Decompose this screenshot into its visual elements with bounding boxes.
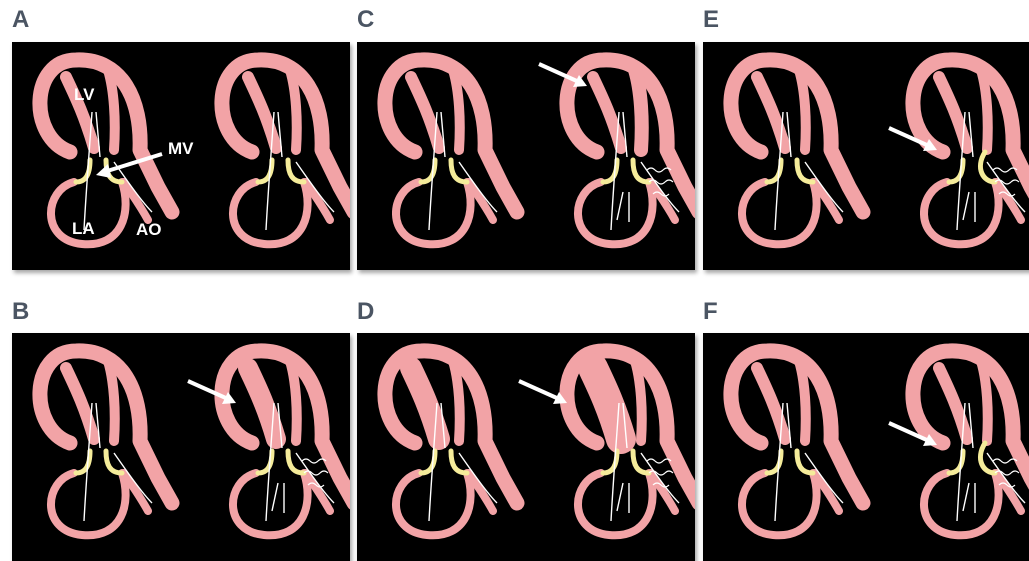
papillary-ridge: [290, 361, 297, 441]
papillary-ridge: [981, 70, 988, 150]
papillary-ridge: [635, 70, 642, 150]
regurgitant-jet: [963, 483, 975, 513]
la-wall: [924, 473, 999, 535]
panel-letter-e: E: [703, 8, 719, 32]
papillary-ridge: [799, 70, 806, 150]
papillary-ridge: [453, 361, 460, 441]
heart-left: [731, 351, 863, 535]
panel-letter-c: C: [357, 8, 374, 32]
heart-left: [385, 60, 517, 244]
panel-letter-f: F: [703, 300, 718, 324]
la-wall: [233, 473, 308, 535]
panel-a: LV MV LA AO: [12, 42, 350, 270]
panel-f-diagram: [703, 333, 1029, 561]
papillary-ridge: [108, 70, 115, 150]
heart-left: [40, 60, 172, 244]
panel-e-diagram: [703, 42, 1029, 270]
panel-letter-b: B: [12, 300, 29, 324]
heart-left: [40, 351, 172, 535]
papillary-ridge: [981, 361, 988, 441]
panel-b: [12, 333, 350, 561]
panel-a-diagram: LV MV LA AO: [12, 42, 350, 270]
la-wall: [396, 473, 471, 535]
heart-right: [222, 60, 350, 244]
panel-f: [703, 333, 1029, 561]
panel-b-diagram: [12, 333, 350, 561]
heart-right: [222, 351, 350, 535]
panel-d-diagram: [357, 333, 695, 561]
panel-e: [703, 42, 1029, 270]
heart-right: [913, 60, 1029, 244]
panel-c-diagram: [357, 42, 695, 270]
panel-letter-d: D: [357, 300, 374, 324]
papillary-ridge: [290, 70, 297, 150]
la-wall: [742, 182, 817, 244]
la-wall: [51, 473, 126, 535]
papillary-ridge: [453, 70, 460, 150]
la-wall: [578, 473, 653, 535]
regurgitant-jet: [617, 192, 629, 222]
mitral-leaflet-posterior: [980, 152, 995, 182]
pointer-arrow: [519, 381, 559, 399]
panel-letter-a: A: [12, 8, 29, 32]
papillary-ridge: [799, 361, 806, 441]
label-mv: MV: [168, 139, 194, 158]
regurgitant-jet: [272, 483, 284, 513]
heart-left: [731, 60, 863, 244]
heart-left: [385, 351, 517, 535]
papillary-ridge: [635, 361, 642, 441]
la-wall: [233, 182, 308, 244]
heart-right: [567, 351, 695, 535]
la-wall: [396, 182, 471, 244]
papillary-ridge: [108, 361, 115, 441]
la-wall: [578, 182, 653, 244]
la-wall: [742, 473, 817, 535]
label-la: LA: [72, 219, 95, 238]
panel-c: [357, 42, 695, 270]
label-ao: AO: [136, 220, 162, 239]
panel-d: [357, 333, 695, 561]
heart-right: [567, 60, 695, 244]
regurgitant-jet: [963, 192, 975, 222]
mitral-leaflet-posterior: [980, 443, 995, 473]
label-lv: LV: [74, 85, 95, 104]
la-wall: [924, 182, 999, 244]
regurgitant-jet: [617, 483, 629, 513]
